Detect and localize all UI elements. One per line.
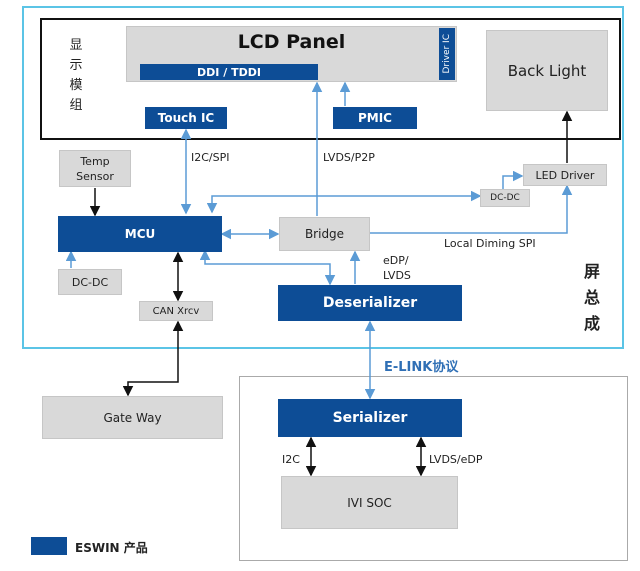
ddi-tddi-label: DDI / TDDI xyxy=(197,65,261,79)
dcdc-backlight-label: DC-DC xyxy=(490,193,520,203)
can-xrcv-box: CAN Xrcv xyxy=(139,301,213,321)
legend-swatch xyxy=(31,537,67,555)
lvds-p2p-label: LVDS/P2P xyxy=(323,151,375,164)
gateway-box: Gate Way xyxy=(42,396,223,439)
temp-sensor-box: Temp Sensor xyxy=(59,150,131,187)
bridge-to-led-line xyxy=(370,184,573,234)
dcdc-mcu-label: DC-DC xyxy=(71,275,109,289)
i2c-label: I2C xyxy=(282,453,300,466)
screen-assembly-frame xyxy=(22,6,624,349)
can-gateway-line xyxy=(122,320,184,397)
mcu-to-dcdc-line xyxy=(206,190,482,214)
soc-side-frame xyxy=(239,376,628,561)
screen-assembly-char-1: 屏 xyxy=(583,262,600,281)
bridge-label: Bridge xyxy=(304,227,345,241)
display-module-char-4: 组 xyxy=(69,98,83,113)
screen-assembly-char-2: 总 xyxy=(583,288,600,307)
edp-label: eDP/ xyxy=(383,254,409,267)
bridge-box: Bridge xyxy=(279,217,370,251)
driver-ic-box: Driver IC xyxy=(439,28,455,80)
ddi-tddi-box: DDI / TDDI xyxy=(140,64,318,80)
edp-lvds-label: eDP/ LVDS xyxy=(383,253,411,283)
dcdc-backlight-box: DC-DC xyxy=(480,189,530,207)
touch-ic-label: Touch IC xyxy=(157,111,215,125)
lcd-panel-label: LCD Panel xyxy=(237,31,346,53)
display-module-vertical-label: 显 示 模 组 xyxy=(68,36,84,116)
led-driver-label: LED Driver xyxy=(535,168,595,182)
temp-sensor-label-line1: Temp xyxy=(80,154,110,168)
screen-assembly-char-3: 成 xyxy=(583,314,600,333)
display-module-char-2: 示 xyxy=(69,58,83,73)
back-light-box: Back Light xyxy=(486,30,608,111)
lvds-label: LVDS xyxy=(383,269,411,282)
back-light-label: Back Light xyxy=(507,61,587,80)
serializer-label: Serializer xyxy=(332,410,408,426)
serializer-box: Serializer xyxy=(278,399,462,437)
screen-assembly-vertical-label: 屏 总 成 xyxy=(582,259,602,337)
gateway-label: Gate Way xyxy=(103,410,162,425)
pmic-box: PMIC xyxy=(333,107,417,129)
mcu-deserializer-line xyxy=(199,249,336,286)
lvds-edp-label: LVDS/eDP xyxy=(429,453,483,466)
mcu-label: MCU xyxy=(124,227,156,241)
i2c-spi-label: I2C/SPI xyxy=(191,151,230,164)
touch-ic-box: Touch IC xyxy=(145,107,227,129)
elink-protocol-label: E-LINK协议 xyxy=(384,360,459,375)
pmic-label: PMIC xyxy=(357,111,392,125)
temp-sensor-label-line2: Sensor xyxy=(76,169,114,183)
mcu-box: MCU xyxy=(58,216,222,252)
legend-label: ESWIN 产品 xyxy=(75,541,148,555)
led-driver-box: LED Driver xyxy=(523,164,607,186)
driver-ic-label: Driver IC xyxy=(442,34,452,74)
deserializer-box: Deserializer xyxy=(278,285,462,321)
local-dimming-spi-label: Local Diming SPI xyxy=(444,237,536,250)
dcdc-mcu-box: DC-DC xyxy=(58,269,122,295)
ivi-soc-label: IVI SOC xyxy=(347,495,392,510)
dcdc-to-led-line xyxy=(502,170,524,189)
display-module-char-1: 显 xyxy=(69,38,83,53)
can-xrcv-label: CAN Xrcv xyxy=(152,305,200,317)
display-module-char-3: 模 xyxy=(69,78,83,93)
ivi-soc-box: IVI SOC xyxy=(281,476,458,529)
deserializer-label: Deserializer xyxy=(322,295,418,311)
display-module-frame xyxy=(40,18,621,140)
